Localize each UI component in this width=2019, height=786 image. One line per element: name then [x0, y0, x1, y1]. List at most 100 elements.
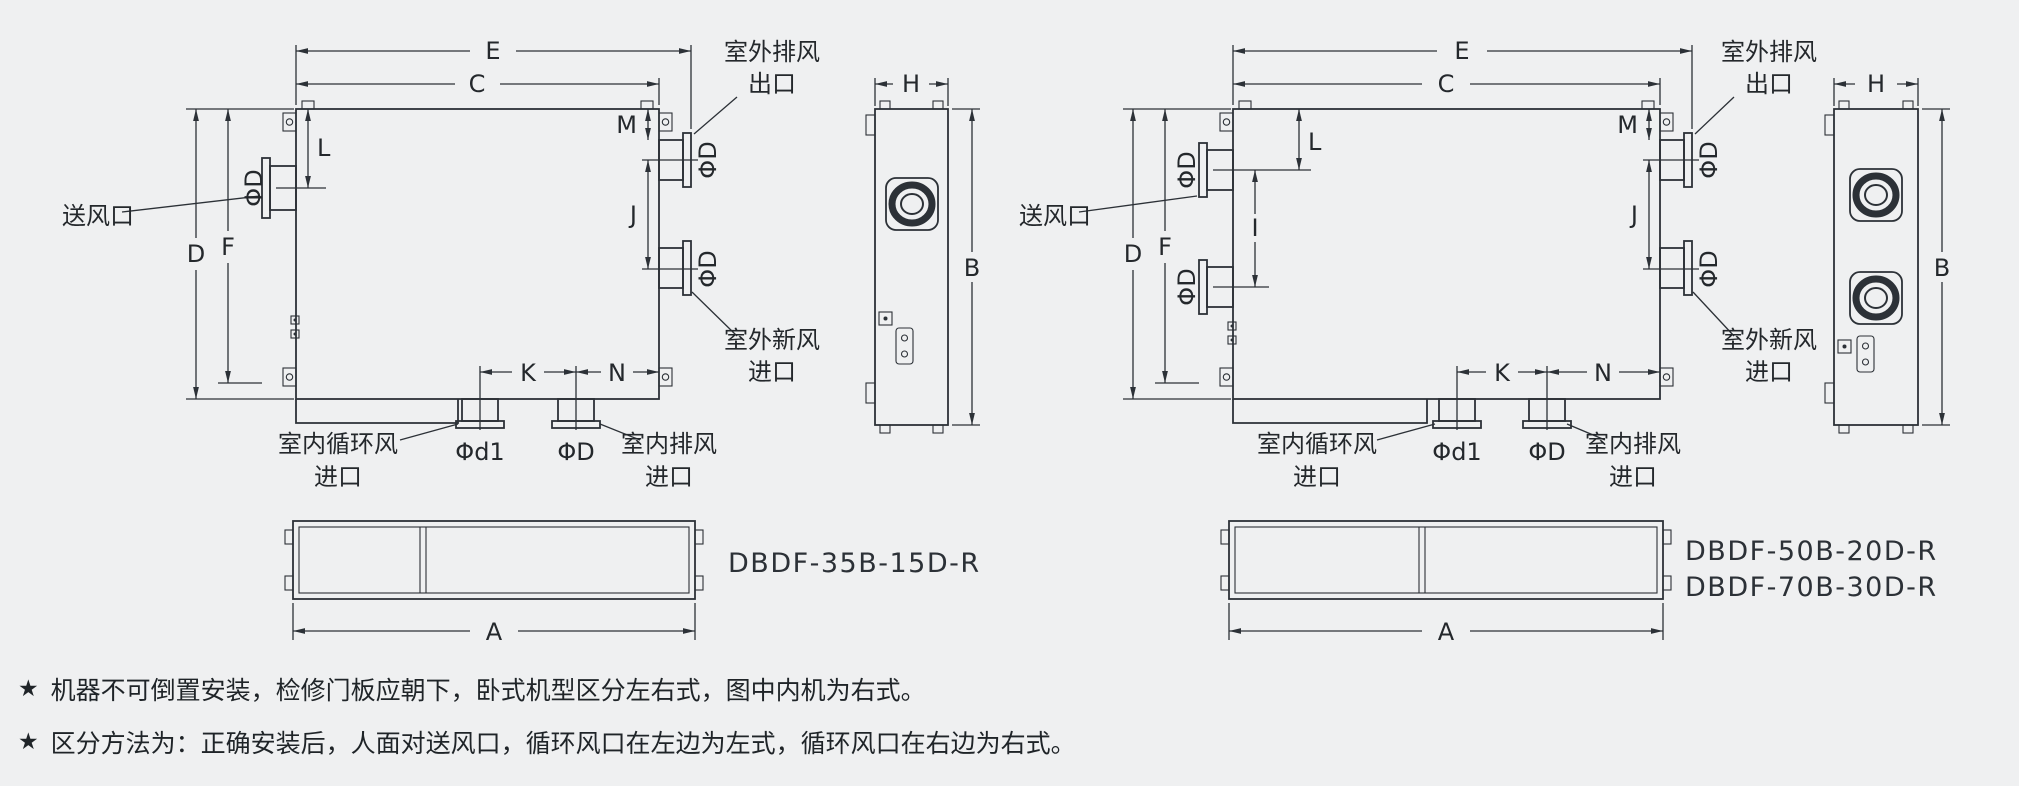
dim-label-phiD-exhaust: ΦD	[1695, 141, 1723, 178]
label-indoor-circulation-1: 室内循环风	[278, 430, 398, 458]
dim-label-J: J	[628, 201, 637, 229]
fastener-marks	[290, 315, 300, 339]
outdoor-exhaust-leader	[693, 96, 738, 135]
indoor-exhaust-leader	[599, 423, 641, 441]
label-supply-air: 送风口	[62, 202, 134, 230]
outdoor-fresh-port	[658, 240, 692, 296]
note-line-1: ★ 机器不可倒置安装，检修门板应朝下，卧式机型区分左右式，图中内机为右式。	[18, 662, 1076, 715]
electrical-box	[878, 311, 914, 365]
electrical-box	[1837, 335, 1875, 373]
label-indoor-exhaust-1: 室内排风	[1585, 430, 1681, 458]
label-indoor-circulation-1: 室内循环风	[1257, 430, 1377, 458]
leader-lines	[1078, 96, 1735, 441]
dim-label-B: B	[964, 254, 980, 282]
dim-label-K: K	[520, 359, 537, 387]
drain-pan	[1232, 399, 1428, 424]
label-supply-air: 送风口	[1019, 202, 1091, 230]
dim-label-N: N	[1594, 359, 1612, 387]
star-icon: ★	[18, 728, 39, 755]
dim-label-L: L	[317, 134, 331, 162]
dim-label-A: A	[1438, 618, 1455, 646]
note-line-2: ★ 区分方法为：正确安装后，人面对送风口，循环风口在左边为左式，循环风口在右边为…	[18, 715, 1076, 768]
dim-label-A: A	[486, 618, 503, 646]
bottom-view	[284, 520, 704, 640]
installation-notes: ★ 机器不可倒置安装，检修门板应朝下，卧式机型区分左右式，图中内机为右式。 ★ …	[18, 662, 1076, 768]
star-icon: ★	[18, 675, 39, 702]
model-name: DBDF-35B-15D-R	[728, 548, 981, 579]
dim-label-phiD-fresh: ΦD	[694, 250, 722, 287]
dim-label-H: H	[902, 70, 920, 98]
label-indoor-exhaust-2: 进口	[645, 463, 693, 491]
side-box-outline	[1833, 108, 1919, 426]
label-outdoor-fresh-1: 室外新风	[724, 326, 820, 354]
dim-label-M: M	[1617, 111, 1638, 139]
leader-lines	[121, 96, 738, 441]
duct-collar-bottom	[1849, 271, 1903, 325]
duct-collar-top	[1849, 168, 1903, 222]
top-tab	[1238, 100, 1252, 110]
model-name-1: DBDF-50B-20D-R	[1685, 536, 1938, 567]
label-indoor-circulation-2: 进口	[1293, 463, 1341, 491]
label-outdoor-exhaust-2: 出口	[748, 70, 796, 98]
front-box-outline	[1232, 108, 1661, 400]
bottom-box-outline	[292, 520, 696, 600]
dim-label-phid1: Φd1	[1432, 438, 1481, 466]
label-outdoor-exhaust-1: 室外排风	[724, 38, 820, 66]
label-outdoor-fresh-2: 进口	[1745, 358, 1793, 386]
supply-leader	[1078, 195, 1198, 213]
front-view	[1198, 100, 1693, 429]
dim-label-D: D	[187, 240, 205, 268]
dim-label-phiD-supply-top: ΦD	[1173, 151, 1201, 188]
supply-leader	[121, 195, 261, 213]
mounting-brackets	[282, 112, 673, 387]
indoor-exhaust-leader	[1566, 423, 1606, 441]
label-indoor-exhaust-1: 室内排风	[621, 430, 717, 458]
outdoor-exhaust-leader	[1694, 96, 1735, 135]
outdoor-fresh-leader	[1692, 291, 1735, 337]
dim-label-J: J	[1629, 201, 1638, 229]
dim-label-M: M	[616, 111, 637, 139]
mounting-brackets	[1219, 112, 1674, 387]
dim-label-N: N	[608, 359, 626, 387]
bottom-view	[1220, 520, 1672, 640]
label-indoor-exhaust-2: 进口	[1609, 463, 1657, 491]
dim-label-phiD-fresh: ΦD	[1695, 250, 1723, 287]
note-text-1: 机器不可倒置安装，检修门板应朝下，卧式机型区分左右式，图中内机为右式。	[50, 675, 926, 705]
top-tab	[640, 100, 654, 110]
label-indoor-circulation-2: 进口	[314, 463, 362, 491]
top-tab	[301, 100, 315, 110]
dim-label-F: F	[221, 233, 235, 261]
dim-label-phiD-bottom: ΦD	[1528, 438, 1565, 466]
duct-collar	[885, 177, 939, 231]
dim-label-C: C	[469, 70, 486, 98]
dim-label-K: K	[1494, 359, 1511, 387]
dim-label-phiD-bottom: ΦD	[557, 438, 594, 466]
dim-label-I: I	[1251, 214, 1258, 242]
note-text-2: 区分方法为：正确安装后，人面对送风口，循环风口在左边为左式，循环风口在右边为右式…	[50, 728, 1076, 758]
side-view	[865, 78, 980, 434]
dim-label-D: D	[1124, 240, 1142, 268]
front-box-outline	[295, 108, 660, 400]
dim-label-phiD-supply-bottom: ΦD	[1173, 268, 1201, 305]
dim-label-B: B	[1934, 254, 1950, 282]
dim-label-phiD-exhaust: ΦD	[694, 141, 722, 178]
label-outdoor-fresh-2: 进口	[748, 358, 796, 386]
side-box-outline	[874, 108, 949, 426]
side-view	[1824, 78, 1950, 434]
dim-label-F: F	[1158, 233, 1172, 261]
dim-label-E: E	[485, 37, 500, 65]
unit-left-drawing: E C D F L M J K N ΦD ΦD ΦD Φd1 ΦD 送风口 室外…	[62, 37, 981, 646]
model-name-2: DBDF-70B-30D-R	[1685, 572, 1938, 603]
dimension-lines	[186, 45, 698, 430]
fastener-marks	[1227, 321, 1237, 345]
top-tab	[1641, 100, 1655, 110]
label-outdoor-exhaust-1: 室外排风	[1721, 38, 1817, 66]
dim-label-C: C	[1438, 70, 1455, 98]
drain-pan	[295, 399, 459, 424]
dim-label-E: E	[1454, 37, 1469, 65]
dimension-lines	[1123, 45, 1699, 430]
outdoor-fresh-port	[1659, 240, 1693, 296]
label-outdoor-fresh-1: 室外新风	[1721, 326, 1817, 354]
outdoor-fresh-leader	[691, 291, 738, 337]
indoor-circulation-leader	[399, 423, 459, 441]
